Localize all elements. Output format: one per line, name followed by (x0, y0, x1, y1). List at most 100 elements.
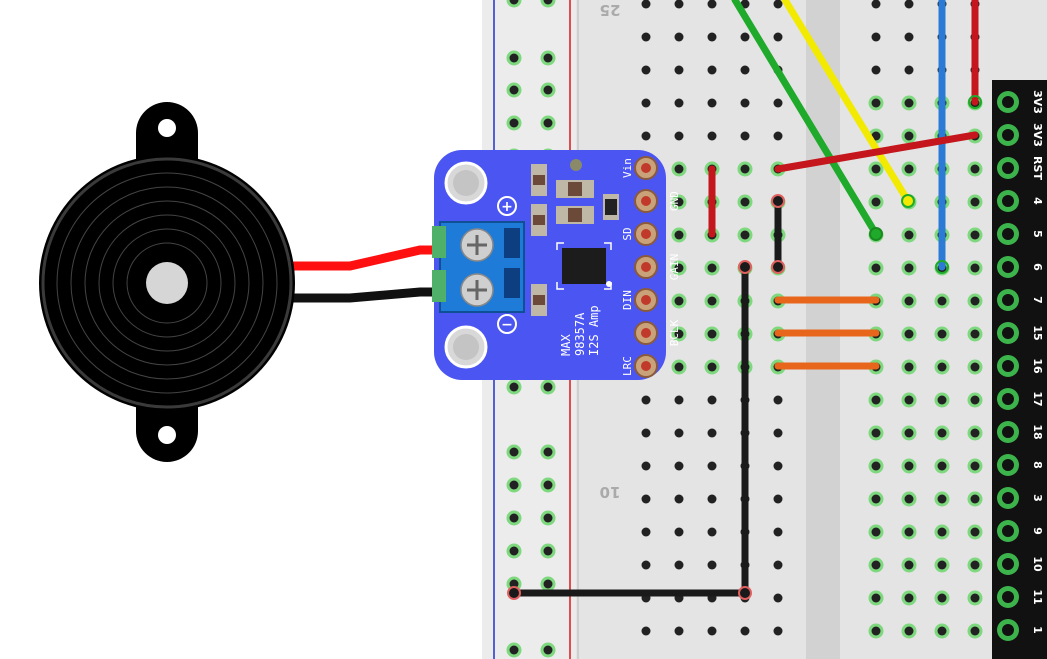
breadboard-hole (934, 293, 950, 309)
header-pin[interactable]: 11 (997, 586, 1044, 608)
breadboard-hole (674, 131, 684, 141)
breadboard-hole (901, 326, 917, 342)
pin-label-din: DIN (621, 290, 634, 310)
row-number-10: 10 (600, 483, 621, 501)
speaker-wire-black[interactable] (290, 287, 440, 303)
amp-pin[interactable] (634, 255, 658, 279)
header-pin[interactable]: 7 (997, 289, 1044, 311)
row-number-25: 25 (600, 1, 621, 19)
header-pin-label: 3V3 (1031, 123, 1044, 147)
header-pin[interactable]: 3V3 (997, 90, 1044, 114)
header-pin-label: 17 (1031, 391, 1044, 406)
header-pin[interactable]: RST (997, 156, 1044, 180)
breadboard-hole (773, 626, 783, 636)
breadboard-hole (707, 98, 717, 108)
breadboard-hole (707, 494, 717, 504)
header-pin-label: 15 (1031, 325, 1044, 340)
speaker-wire-red[interactable] (290, 245, 440, 271)
amp-board[interactable]: + − MAX 98357A I2S Amp Vin GND (432, 150, 681, 380)
header-pin[interactable]: 16 (997, 355, 1044, 377)
rail-hole (540, 477, 556, 493)
breadboard-hole (868, 557, 884, 573)
breadboard-hole (901, 95, 917, 111)
breadboard-hole (901, 161, 917, 177)
wires (507, 0, 982, 600)
header-pin-label: 11 (1031, 589, 1044, 604)
header-pin-label: 8 (1031, 461, 1044, 469)
breadboard-hole (707, 131, 717, 141)
amp-pin[interactable] (634, 321, 658, 345)
rail-hole (540, 543, 556, 559)
breadboard-hole (901, 359, 917, 375)
amp-pins (634, 156, 658, 378)
header-pin[interactable]: 3V3 (997, 123, 1044, 147)
header-pin[interactable]: 5 (997, 223, 1044, 245)
header-pin[interactable]: 15 (997, 322, 1044, 344)
breadboard-hole (773, 560, 783, 570)
ic-chip-icon (556, 242, 612, 290)
breadboard-hole (934, 623, 950, 639)
breadboard-hole (967, 425, 983, 441)
breadboard-hole (967, 392, 983, 408)
header-pin[interactable]: 1 (997, 619, 1044, 641)
breadboard-hole (641, 560, 651, 570)
breadboard-hole (773, 428, 783, 438)
pin-label-lrc: LRC (621, 356, 634, 376)
amp-pin[interactable] (634, 222, 658, 246)
header-pin[interactable]: 8 (997, 454, 1044, 476)
breadboard-hole (934, 458, 950, 474)
breadboard-hole (773, 32, 783, 42)
breadboard-hole (704, 359, 720, 375)
breadboard-hole (868, 95, 884, 111)
header-pin-label: 3V3 (1031, 90, 1044, 114)
header-pin[interactable]: 6 (997, 256, 1044, 278)
breadboard-hole (641, 98, 651, 108)
breadboard-hole (704, 326, 720, 342)
breadboard-hole (641, 131, 651, 141)
breadboard-hole (904, 0, 914, 9)
header-pin[interactable]: 9 (997, 520, 1044, 542)
breadboard-hole (674, 560, 684, 570)
breadboard-hole (901, 425, 917, 441)
breadboard-hole (871, 65, 881, 75)
header-pin-label: 5 (1031, 230, 1044, 238)
breadboard-hole (674, 626, 684, 636)
amp-pin[interactable] (634, 156, 658, 180)
amp-pin-labels: Vin GND SD GAIN DIN BCLK LRC (621, 158, 681, 376)
rail-hole (540, 576, 556, 592)
pin-label-gain: GAIN (668, 254, 681, 281)
rail-hole (540, 379, 556, 395)
breadboard-hole (773, 131, 783, 141)
piezo-speaker-icon (39, 102, 295, 462)
wire-red-vin[interactable] (774, 131, 979, 173)
header-pin[interactable]: 10 (997, 553, 1044, 575)
header-pin[interactable]: 3 (997, 487, 1044, 509)
header-pin[interactable]: 4 (997, 190, 1044, 212)
header-pin-label: 6 (1031, 263, 1044, 271)
breadboard-hole (707, 65, 717, 75)
amp-pin[interactable] (634, 288, 658, 312)
breadboard-hole (674, 98, 684, 108)
breadboard-hole (773, 395, 783, 405)
rail-hole (540, 50, 556, 66)
header-pin-label: 10 (1031, 556, 1044, 572)
header-pin[interactable]: 18 (997, 421, 1044, 443)
breadboard-hole (707, 428, 717, 438)
breadboard-hole (773, 527, 783, 537)
breadboard-hole (967, 227, 983, 243)
amp-pin[interactable] (634, 354, 658, 378)
breadboard-hole (641, 626, 651, 636)
breadboard-hole (707, 560, 717, 570)
breadboard-hole (707, 626, 717, 636)
amp-pin[interactable] (634, 189, 658, 213)
rail-hole (506, 0, 522, 8)
breadboard-hole (641, 395, 651, 405)
breadboard-hole (737, 161, 753, 177)
wire-yellow[interactable] (781, 0, 912, 205)
breadboard-hole (967, 491, 983, 507)
wire-green[interactable] (731, 0, 880, 238)
header-pin[interactable]: 17 (997, 388, 1044, 410)
header-pin-label: RST (1031, 156, 1044, 180)
breadboard-hole (707, 527, 717, 537)
breadboard-hole (868, 623, 884, 639)
